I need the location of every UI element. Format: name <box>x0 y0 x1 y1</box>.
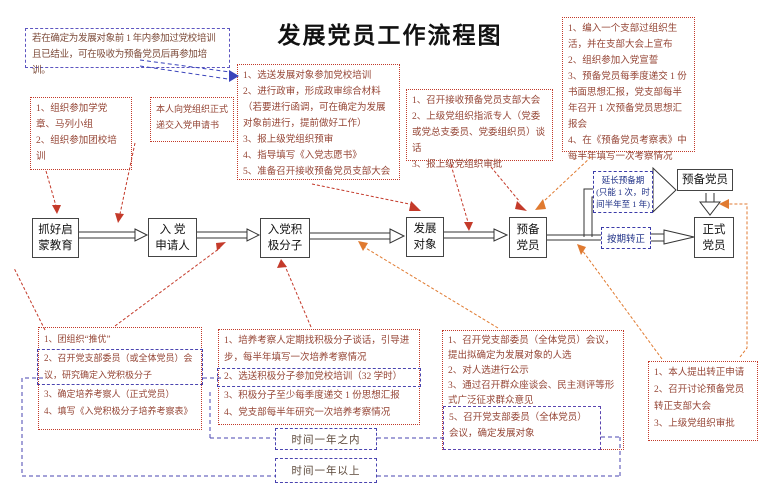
annotation-probation-duties: 1、编入一个支部过组织生活，并在支部大会上宣布 2、组织参加入党宣誓 3、预备党… <box>562 17 695 162</box>
connector-prepare-to-development <box>311 183 421 211</box>
connector-transfer-to-down-arrow <box>719 199 748 358</box>
flow-arrow-activist-to-development <box>310 228 406 244</box>
annotation-item: 3、确定培养考察人（正式党员） <box>44 389 175 399</box>
flow-box-applicant: 入 党 申请人 <box>148 218 197 257</box>
annotation-item: 4、指导填写《入党志愿书》 <box>243 151 362 161</box>
annotation-item: 3、积极分子至少每季度递交 1 份思想汇报 <box>224 391 400 401</box>
annotation-cultivation: 1、培养考察人定期找积极分子谈话，引导进步，每半年填写一次培养考察情况 2、选送… <box>217 329 421 425</box>
connector-application-to-arrow1 <box>115 142 136 223</box>
annotation-item: 2、进行政审，形成政审综合材料（若要进行函调，可在确定为发展对象前进行，提前做好… <box>243 87 386 129</box>
connector-duties-to-probation <box>535 156 592 210</box>
annotation-item: 2、上级党组织指派专人（党委或党总支委员、党委组织员）谈话 <box>412 112 546 154</box>
annotation-application: 本人向党组织正式递交入党申请书 <box>150 97 234 142</box>
flow-arrow-start-to-applicant <box>79 228 149 242</box>
annotation-item: 1、团组织“推优” <box>44 334 111 344</box>
flow-arrow-probation2-to-full <box>698 193 722 216</box>
annotation-education: 1、组织参加学党章、马列小组 2、组织参加团校培训 <box>30 97 132 170</box>
label-extend-probation: 延长预备期 (只能 1 次，时 间半年至 1 年) <box>593 171 653 213</box>
page-title: 发展党员工作流程图 <box>277 23 503 48</box>
connector-activist-to-arrow2 <box>114 242 226 327</box>
annotation-item: 3、报上级党组织审批 <box>412 160 503 170</box>
annotation-item-highlighted: 2、召开党支部委员（或全体党员）会议，研究确定入党积极分子 <box>37 349 203 385</box>
annotation-transfer-to-full: 1、本人提出转正申请 2、召开讨论预备党员转正支部大会 3、上级党组织审批 <box>648 361 758 441</box>
flow-box-full-member: 正式 党员 <box>694 217 734 258</box>
flow-arrow-ontime-to-full <box>651 229 695 245</box>
annotation-item: 5、准备召开接收预备党员支部大会 <box>243 167 391 177</box>
annotation-item: 2、对人选进行公示 <box>448 366 529 376</box>
annotation-item: 1、编入一个支部过组织生活，并在支部大会上宣布 <box>568 24 678 50</box>
annotation-item: 1、召开接收预备党员支部大会 <box>412 96 541 106</box>
flow-box-start: 抓好启 蒙教育 <box>32 218 79 258</box>
annotation-admission-meeting: 1、召开接收预备党员支部大会 2、上级党组织指派专人（党委或党总支委员、党委组织… <box>406 89 553 170</box>
annotation-item: 3、上级党组织审批 <box>654 419 735 429</box>
connector-admission-to-probation <box>490 166 527 211</box>
annotation-item: 本人向党组织正式递交入党申请书 <box>156 104 229 130</box>
flow-arrow-applicant-to-activist <box>197 228 261 242</box>
connector-cultivation-to-activist <box>277 259 312 328</box>
note-party-school-training: 若在确定为发展对象前 1 年内参加过党校培训且已结业，可在吸收为预备党员后再参加… <box>25 28 230 76</box>
connector-determination-to-arrow3 <box>358 241 499 329</box>
annotation-item: 1、培养考察人定期找积极分子谈话，引导进步，每半年填写一次培养考察情况 <box>224 336 410 363</box>
annotation-item: 5、召开党支部委员（全体党员）会议，确定发展对象 <box>449 413 587 439</box>
annotation-item: 2、组织参加入党宣誓 <box>568 56 659 66</box>
connector-note-to-prepare <box>139 59 239 82</box>
annotation-prepare-development: 1、选送发展对象参加党校培训 2、进行政审，形成政审综合材料（若要进行函调，可在… <box>237 64 400 180</box>
connector-activist-box-up-left <box>13 267 46 331</box>
annotation-item: 2、召开讨论预备党员转正支部大会 <box>654 385 745 412</box>
annotation-item: 1、组织参加学党章、马列小组 <box>36 104 108 130</box>
flow-elbow-probation-to-extend <box>583 188 593 237</box>
annotation-item: 3、报上级党组织预审 <box>243 135 334 145</box>
flow-line-probation-to-ontime <box>547 234 601 241</box>
flow-box-activist: 入党积 极分子 <box>260 218 310 258</box>
connector-education-to-start <box>45 170 61 214</box>
flow-arrow-development-to-probation <box>444 228 509 242</box>
annotation-item: 1、选送发展对象参加党校培训 <box>243 71 372 81</box>
note-text: 若在确定为发展对象前 1 年内参加过党校培训且已结业，可在吸收为预备党员后再参加… <box>32 34 216 76</box>
connector-admission-to-arrow4 <box>450 164 473 231</box>
timeline-over-one-year-line <box>21 377 620 477</box>
annotation-development-final-meeting: 5、召开党支部委员（全体党员）会议，确定发展对象 <box>443 406 601 450</box>
annotation-item: 4、在《预备党员考察表》中每半年填写一次考察情况 <box>568 136 687 162</box>
flow-box-probationary-member-extended: 预备党员 <box>677 169 733 191</box>
flow-arrow-extend-to-probation2 <box>652 166 677 214</box>
connector-transfer-to-line <box>577 244 663 360</box>
flow-box-development-target: 发展 对象 <box>406 217 444 257</box>
annotation-item: 4、填写《入党积极分子培养考察表》 <box>44 406 193 416</box>
label-within-one-year: 时间一年之内 <box>275 428 377 450</box>
annotation-activist-determination: 1、团组织“推优” 2、召开党支部委员（或全体党员）会议，研究确定入党积极分子 … <box>37 327 203 430</box>
label-on-time-transfer: 按期转正 <box>601 227 651 249</box>
timeline-within-one-year-line <box>203 377 621 476</box>
annotation-item: 1、召开党支部委员（全体党员）会议，提出拟确定为发展对象的人选 <box>448 336 615 361</box>
annotation-item: 1、本人提出转正申请 <box>654 368 745 378</box>
annotation-item: 3、通过召开群众座谈会、民主测评等形式广泛征求群众意见 <box>448 381 615 406</box>
annotation-item: 4、党支部每半年研究一次培养考察情况 <box>224 408 391 418</box>
flow-box-probationary-member: 预备 党员 <box>509 217 547 258</box>
annotation-item: 2、组织参加团校培训 <box>36 136 117 162</box>
annotation-item: 3、预备党员每季度递交 1 份书面思想汇报，党支部每半年召开 1 次预备党员思想… <box>568 72 687 130</box>
label-over-one-year: 时间一年以上 <box>275 458 377 483</box>
